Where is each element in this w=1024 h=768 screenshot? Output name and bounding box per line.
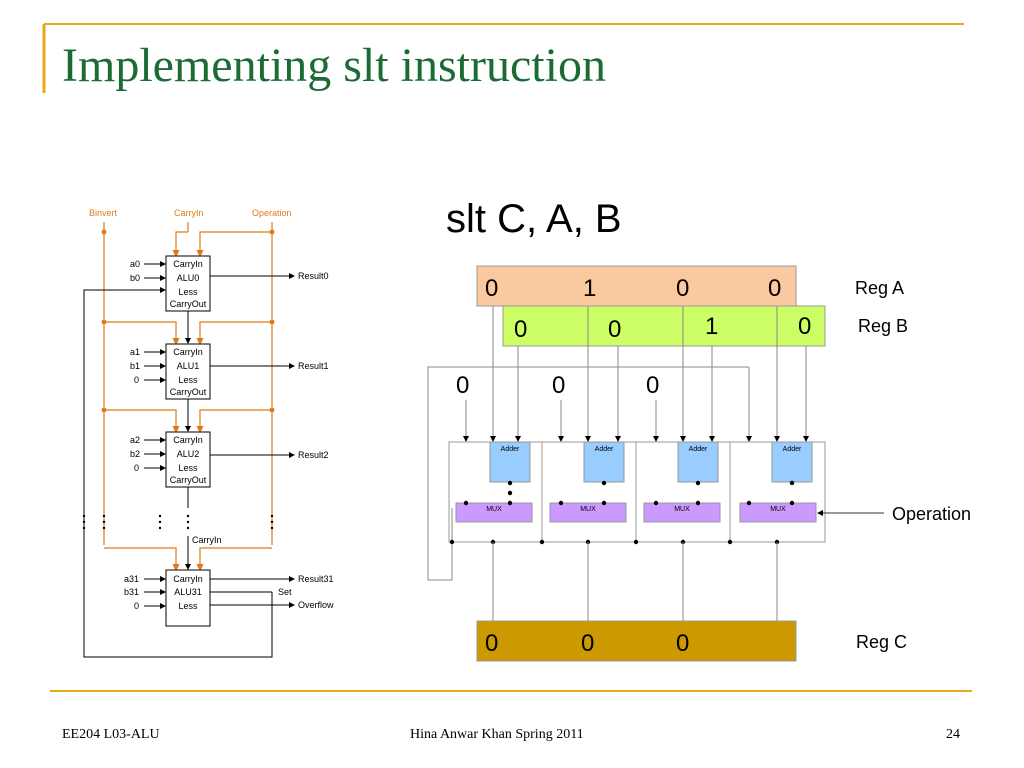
- reg-b-bit-3: 0: [798, 313, 811, 340]
- output-wires: [492, 542, 778, 621]
- alu-2-carryout: CarryOut: [170, 475, 207, 485]
- overflow-label: Overflow: [298, 600, 334, 610]
- alu-2-result: Result2: [298, 450, 329, 460]
- alu-1-input-a: a1: [130, 347, 140, 357]
- binvert-label: Binvert: [89, 208, 118, 218]
- alu-0-result: Result0: [298, 271, 329, 281]
- alu-31-input-b: b31: [124, 587, 139, 597]
- junction-dots: [449, 480, 795, 545]
- alu-1-input-b: b1: [130, 361, 140, 371]
- reg-b-label: Reg B: [858, 316, 908, 336]
- alu-31-input-a: a31: [124, 574, 139, 584]
- adder-0: [489, 441, 531, 483]
- alu-2-name: ALU2: [177, 449, 200, 459]
- reg-a-bit-2: 0: [676, 275, 689, 302]
- mux-3: [739, 502, 817, 523]
- footer-author: Hina Anwar Khan Spring 2011: [410, 727, 584, 742]
- mux-0: [455, 502, 533, 523]
- mux-2-label: MUX: [674, 506, 690, 513]
- register-wires: [427, 306, 809, 581]
- set-feedback-loop: [83, 287, 273, 658]
- footer-course: EE204 L03-ALU: [62, 727, 160, 742]
- alu-2-less: Less: [178, 463, 198, 473]
- reg-a-bit-1: 1: [583, 275, 596, 302]
- reg-b-bit-0: 0: [514, 316, 527, 343]
- reg-b-bit-2: 1: [705, 313, 718, 340]
- instruction-text: slt C, A, B: [446, 197, 622, 241]
- reg-a-label: Reg A: [855, 278, 904, 298]
- alu-0-name: ALU0: [177, 273, 200, 283]
- reg-a-bit-0: 0: [485, 275, 498, 302]
- alu-2-input-b: b2: [130, 449, 140, 459]
- alu-0-carryin: CarryIn: [173, 259, 203, 269]
- alu-1-name: ALU1: [177, 361, 200, 371]
- reg-c-label: Reg C: [856, 632, 907, 652]
- reg-c-bit-0: 0: [485, 630, 498, 657]
- mux-1: [549, 502, 627, 523]
- control-dots: [101, 229, 275, 413]
- carryin-control-label: CarryIn: [174, 208, 204, 218]
- reg-c-bit-2: 0: [676, 630, 689, 657]
- reg-b-box: [502, 305, 826, 347]
- adder-1: [583, 441, 625, 483]
- reg-a-bit-3: 0: [768, 275, 781, 302]
- alu-1-less: Less: [178, 375, 198, 385]
- adder-3: [771, 441, 813, 483]
- alu-31-name: ALU31: [174, 587, 202, 597]
- adder-2-label: Adder: [689, 446, 708, 453]
- carry-bit-0: 0: [456, 372, 469, 399]
- alu-0-input-a: a0: [130, 259, 140, 269]
- adder-0-label: Adder: [501, 446, 520, 453]
- slt-example: slt C, A, B 0 1 0 0 Reg A 0 0 1 0 Reg B …: [427, 197, 971, 662]
- alu-31-less: Less: [178, 601, 198, 611]
- slide-frame: [42, 23, 972, 692]
- carry-bit-2: 0: [646, 372, 659, 399]
- operation-label: Operation: [892, 504, 971, 524]
- page-number: 24: [946, 727, 960, 742]
- alu-0-input-b: b0: [130, 273, 140, 283]
- mux-3-label: MUX: [770, 506, 786, 513]
- alu-31: CarryIn ALU31 Less a31 b31 0 Result31 Se…: [124, 569, 334, 627]
- set-label: Set: [278, 587, 292, 597]
- alu-1-carryin: CarryIn: [173, 347, 203, 357]
- carryin-31-label: CarryIn: [192, 535, 222, 545]
- alu-0-carryout: CarryOut: [170, 299, 207, 309]
- continuation-dots: [82, 514, 274, 530]
- adder-3-label: Adder: [783, 446, 802, 453]
- alu-1-carryout: CarryOut: [170, 387, 207, 397]
- reg-c-box: [476, 620, 797, 662]
- alu-0-less: Less: [178, 287, 198, 297]
- reg-b-bit-1: 0: [608, 316, 621, 343]
- alu-2-input-a: a2: [130, 435, 140, 445]
- alu-31-result: Result31: [298, 574, 334, 584]
- adder-1-label: Adder: [595, 446, 614, 453]
- mux-1-label: MUX: [580, 506, 596, 513]
- alu-2-carryin: CarryIn: [173, 435, 203, 445]
- alu-31-input-less: 0: [134, 601, 139, 611]
- alu-31-carryin: CarryIn: [173, 574, 203, 584]
- alu-2: CarryIn ALU2 Less CarryOut a2 b2 0 Resul…: [130, 431, 329, 488]
- alu-ripple-diagram: Binvert CarryIn Operation: [82, 208, 334, 658]
- alu-1-input-less: 0: [134, 375, 139, 385]
- alu-2-input-less: 0: [134, 463, 139, 473]
- adder-2: [677, 441, 719, 483]
- alu-1: CarryIn ALU1 Less CarryOut a1 b1 0 Resul…: [130, 343, 329, 400]
- mux-0-label: MUX: [486, 506, 502, 513]
- alu-1-result: Result1: [298, 361, 329, 371]
- operation-control-label: Operation: [252, 208, 292, 218]
- alu-0: CarryIn ALU0 Less CarryOut a0 b0 Result0: [130, 255, 329, 312]
- carry-bit-1: 0: [552, 372, 565, 399]
- control-lines: [103, 222, 273, 572]
- reg-c-bit-1: 0: [581, 630, 594, 657]
- reg-a-box: [476, 265, 797, 307]
- slide-title: Implementing slt instruction: [62, 39, 606, 92]
- mux-2: [643, 502, 721, 523]
